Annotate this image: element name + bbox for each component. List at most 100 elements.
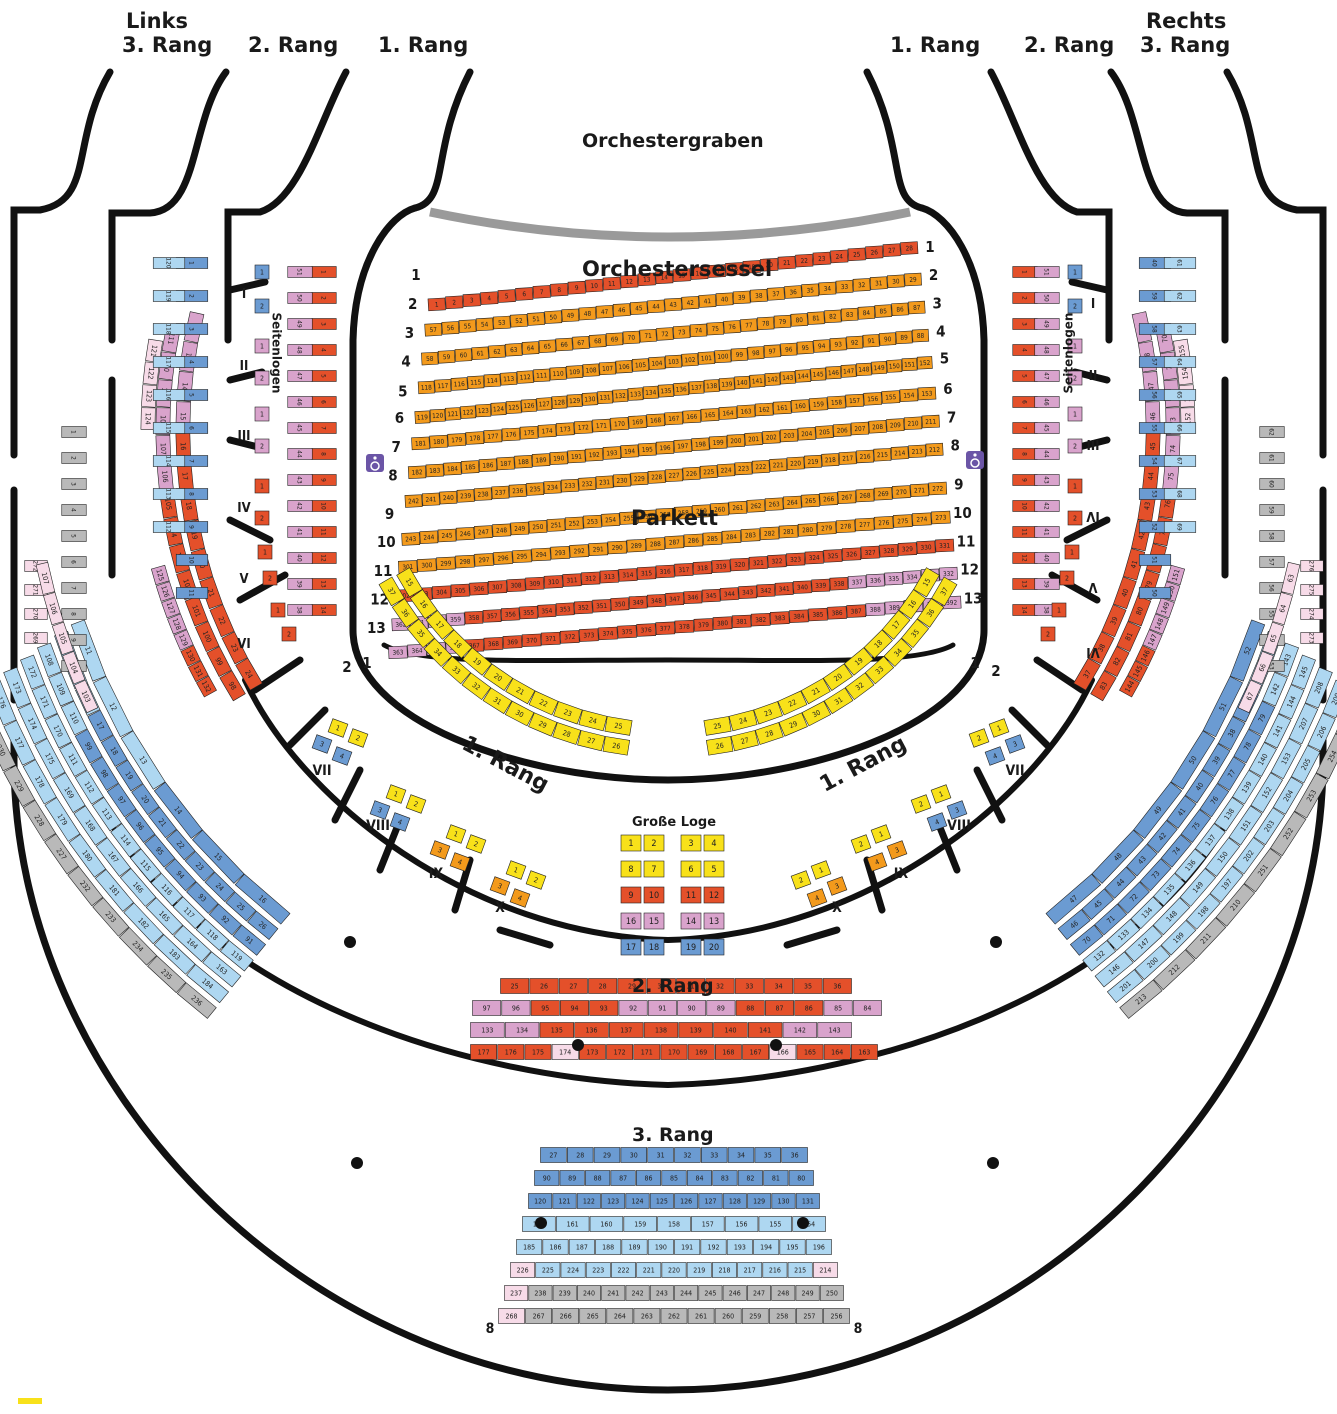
rang2-side-left-col2[interactable]: 40	[287, 552, 313, 564]
rang2-side-right-col1[interactable]: 1	[1012, 266, 1038, 278]
parkett-seat[interactable]: 374	[598, 626, 618, 641]
parkett-seat[interactable]: 285	[702, 531, 723, 546]
box-left-seat[interactable]: 2	[254, 510, 270, 526]
parkett-seat[interactable]: 359	[446, 612, 466, 627]
rang3-right-seat[interactable]: 211	[1185, 917, 1227, 960]
parkett-seat[interactable]: 92	[846, 335, 864, 350]
rang3-far-left-col1[interactable]: 7	[61, 582, 87, 594]
parkett-seat[interactable]: 314	[618, 568, 638, 582]
parkett-seat[interactable]: 242	[404, 494, 423, 508]
parkett-seat[interactable]: 106	[615, 359, 633, 374]
parkett-seat[interactable]: 96	[780, 342, 798, 357]
parkett-seat[interactable]: 26	[865, 245, 884, 260]
parkett-seat[interactable]: 198	[691, 437, 710, 452]
rang3-left-seat[interactable]: 168	[73, 805, 108, 846]
parkett-seat[interactable]: 153	[917, 386, 937, 401]
rang3-center-seat[interactable]: 188	[595, 1239, 622, 1255]
parkett-seat[interactable]: 97	[763, 344, 781, 358]
parkett-seat[interactable]: 216	[856, 449, 875, 464]
rang2-side-left-col2[interactable]: 48	[287, 344, 313, 356]
rang3-right-seat[interactable]: 79	[1248, 700, 1276, 736]
rang3-center-seat[interactable]: 218	[712, 1262, 737, 1278]
rang3-center-seat[interactable]: 130	[771, 1193, 796, 1209]
parkett-seat[interactable]: 76	[723, 320, 741, 334]
parkett-seat[interactable]: 113	[500, 372, 518, 386]
rang3-far-right-col1[interactable]: 57	[1259, 556, 1285, 568]
parkett-seat[interactable]: 186	[478, 458, 498, 472]
rang3-left-seat[interactable]: 177	[3, 720, 36, 766]
box-left-seat[interactable]: 2	[281, 626, 297, 642]
rang2-side-right-col2[interactable]: 47	[1034, 370, 1060, 382]
rang2-side-left-col1[interactable]: 7	[311, 422, 337, 434]
parkett-seat[interactable]: 133	[627, 387, 644, 401]
parkett-seat[interactable]: 49	[561, 308, 580, 323]
parkett-seat[interactable]: 386	[827, 606, 847, 620]
parkett-seat[interactable]: 172	[573, 420, 593, 435]
box-right-seat[interactable]: 1	[870, 824, 892, 844]
rang2-side-left-col2[interactable]: 44	[287, 448, 313, 460]
parkett-seat[interactable]: 275	[892, 514, 913, 528]
rang1-side-right-row1[interactable]: 39	[1101, 604, 1127, 638]
box-left-seat[interactable]: 2	[347, 728, 369, 748]
parkett-seat[interactable]: 235	[526, 482, 545, 496]
parkett-seat[interactable]: 349	[628, 595, 648, 610]
parkett-seat[interactable]: 79	[773, 314, 792, 329]
rang3-left-seat[interactable]: 109	[48, 671, 74, 707]
parkett-seat[interactable]: 101	[697, 351, 715, 365]
parkett-seat[interactable]: 308	[506, 578, 526, 593]
rang3-left-seat[interactable]: 95	[144, 834, 176, 868]
parkett-seat[interactable]: 35	[801, 283, 820, 298]
rang3-side-right-col1[interactable]: 56	[1138, 389, 1172, 401]
parkett-seat[interactable]: 292	[569, 544, 589, 558]
parkett-seat[interactable]: 353	[555, 602, 575, 616]
rang2-seat[interactable]: 88	[735, 1000, 765, 1016]
rang3-left-seat[interactable]: 96	[124, 809, 156, 843]
rang3-left-seat[interactable]: 22	[165, 829, 196, 861]
rang3-center-seat[interactable]: 267	[525, 1308, 552, 1324]
rang3-right-seat[interactable]: 152	[1250, 772, 1284, 813]
parkett-seat[interactable]: 158	[827, 395, 846, 410]
parkett-seat[interactable]: 54	[475, 317, 494, 332]
rang2-seat[interactable]: 136	[574, 1022, 609, 1038]
box-right-seat[interactable]: 1	[810, 860, 832, 880]
rang1-left-row1-seat[interactable]: 23	[553, 701, 583, 725]
parkett-seat[interactable]: 215	[873, 448, 892, 462]
box-right-seat[interactable]: 1	[1064, 544, 1080, 560]
parkett-seat[interactable]: 11	[602, 276, 621, 291]
rang3-far-left-col1[interactable]: 2	[61, 452, 87, 464]
rang3-right-seat[interactable]: 213	[1119, 979, 1163, 1019]
parkett-seat[interactable]: 58	[421, 351, 439, 366]
box-left-seat[interactable]: 1	[254, 406, 270, 422]
rang3-side-left-col2[interactable]: 116	[152, 389, 186, 401]
rang3-center-seat[interactable]: 157	[691, 1216, 725, 1232]
rang1-right-row1-seat[interactable]: 23	[753, 701, 783, 725]
rang3-center-seat[interactable]: 190	[647, 1239, 674, 1255]
rang3-side-left-col2[interactable]: 120	[152, 257, 186, 269]
rang1-left-row1-seat[interactable]: 16	[409, 589, 438, 620]
parkett-seat[interactable]: 180	[429, 434, 448, 449]
box-right-seat[interactable]: 4	[866, 852, 888, 872]
parkett-seat[interactable]: 289	[626, 538, 647, 553]
rang2-seat[interactable]: 35	[793, 978, 823, 994]
parkett-seat[interactable]: 143	[779, 370, 796, 385]
rang3-right-seat[interactable]: 148	[1152, 897, 1191, 936]
rang3-far-right-col2[interactable]: 273	[1300, 632, 1324, 644]
rang3-left-seat[interactable]: 181	[94, 868, 134, 912]
parkett-seat[interactable]: 237	[491, 485, 510, 500]
parkett-seat[interactable]: 4	[480, 291, 499, 305]
rang1-side-left-row4[interactable]: 131	[187, 660, 209, 683]
rang2-seat[interactable]: 36	[822, 978, 852, 994]
rang3-center-seat[interactable]: 220	[661, 1262, 687, 1278]
parkett-seat[interactable]: 188	[514, 454, 533, 469]
parkett-seat[interactable]: 328	[879, 543, 899, 558]
rang1-side-right-row2[interactable]: 80	[1127, 595, 1152, 627]
parkett-seat[interactable]: 280	[797, 523, 818, 537]
rang3-side-left-col2[interactable]: 115	[152, 422, 186, 434]
parkett-seat[interactable]: 119	[414, 410, 431, 424]
rang3-center-seat[interactable]: 221	[636, 1262, 662, 1278]
parkett-seat[interactable]: 152	[916, 356, 933, 370]
parkett-seat[interactable]: 321	[748, 556, 768, 570]
rang3-far-left-row2[interactable]: 106	[43, 591, 64, 626]
rang1-side-left-row4[interactable]: 127	[161, 597, 181, 619]
parkett-seat[interactable]: 15	[672, 268, 691, 282]
